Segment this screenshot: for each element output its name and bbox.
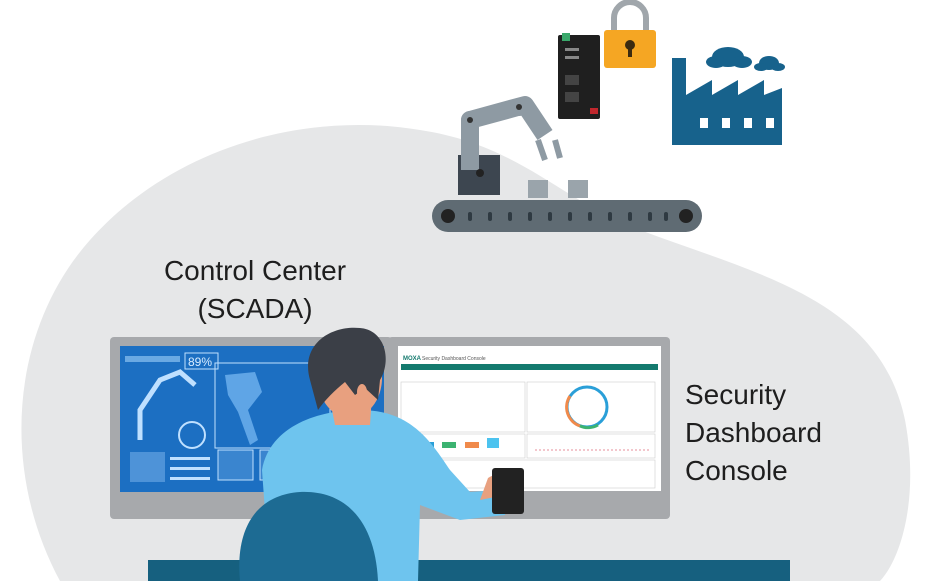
security-dashboard-label: Security Dashboard Console: [685, 376, 822, 490]
person-illustration: [239, 327, 524, 581]
security-dashboard-label-line2: Dashboard: [685, 417, 822, 448]
cloud-icon: [706, 47, 785, 71]
control-center-label-line2: (SCADA): [197, 293, 313, 324]
security-appliance-icon: [558, 33, 600, 119]
security-dashboard-label-line3: Console: [685, 455, 788, 486]
dashboard-title: Security Dashboard Console: [422, 356, 486, 362]
factory-icon: [672, 58, 782, 145]
coffee-mug-icon: [492, 468, 524, 514]
security-dashboard-label-line1: Security: [685, 379, 787, 410]
control-center-label-line1: Control Center: [163, 255, 347, 286]
control-center-label: Control Center (SCADA): [130, 252, 380, 328]
robot-arm-icon: [458, 96, 588, 198]
dashboard-brand: MOXA: [403, 356, 422, 362]
security-dashboard-monitor: MOXA Security Dashboard Console: [388, 337, 670, 519]
percent-readout: 89%: [188, 355, 212, 369]
conveyor-belt-icon: [432, 200, 702, 232]
lock-icon: [604, 0, 656, 68]
